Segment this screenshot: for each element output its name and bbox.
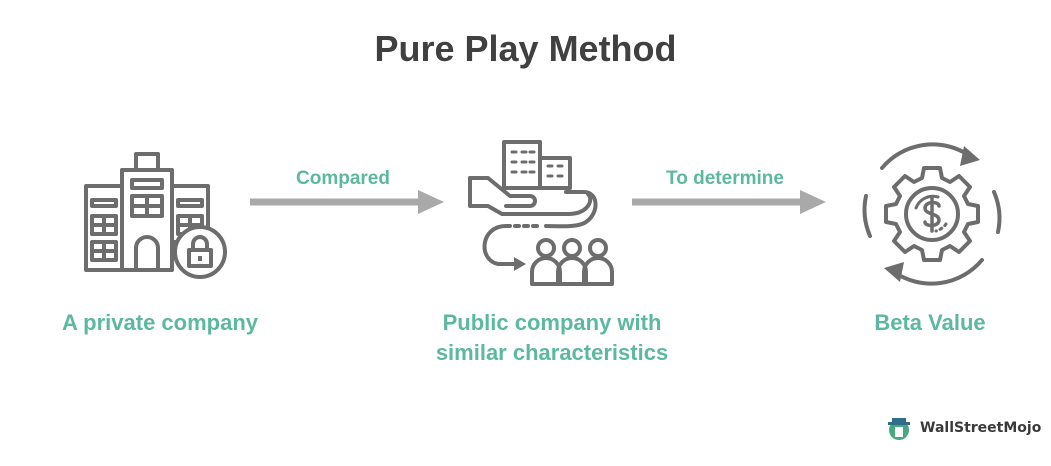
buildings-people-icon (468, 140, 614, 286)
diagram-title: Pure Play Method (374, 28, 677, 69)
dollar-gear-icon (862, 142, 1002, 286)
arrow-label-to-determine: To determine (666, 168, 784, 189)
step-label-public-company-line1: Public company with (442, 310, 662, 335)
step-label-private-company: A private company (61, 310, 259, 335)
brand-name: WallStreetMojo (920, 420, 1042, 436)
step-label-beta-value: Beta Value (874, 310, 986, 335)
arrow-right-icon (250, 190, 444, 214)
building-lock-icon (84, 152, 227, 279)
arrow-right-icon (632, 190, 826, 214)
step-label-public-company-line2: similar characteristics (435, 340, 669, 365)
brand-logo: WallStreetMojo (884, 410, 1044, 446)
mojo-logo-icon (888, 418, 910, 440)
arrow-label-compared: Compared (296, 168, 390, 189)
step-label-public-company: Public company with similar characterist… (392, 308, 712, 368)
